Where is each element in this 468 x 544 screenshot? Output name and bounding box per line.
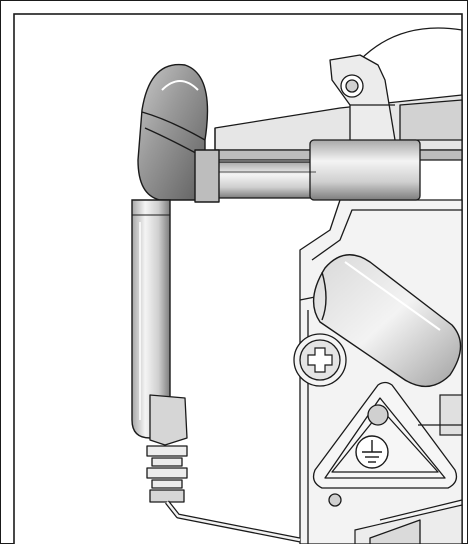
cable-connector — [146, 394, 301, 543]
housing-top-arc — [359, 27, 463, 61]
elbow-tube — [137, 63, 220, 203]
guide-arrow — [369, 519, 421, 544]
angled-cylinder — [312, 254, 462, 388]
phillips-screw-icon — [293, 333, 347, 387]
ground-symbol-icon — [355, 435, 389, 469]
